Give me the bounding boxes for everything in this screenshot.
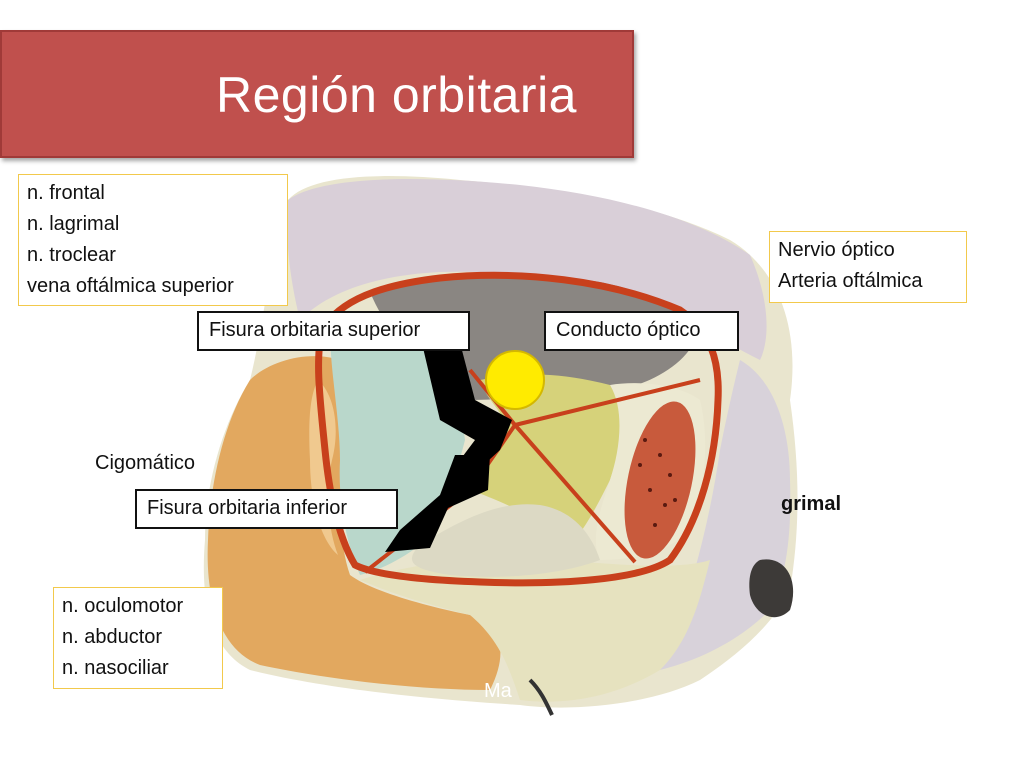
maxilla-tail <box>528 678 554 716</box>
lacrimal-bone <box>624 401 696 559</box>
lacrimal-pores <box>638 438 677 527</box>
fisura-inferior-label: Fisura orbitaria inferior <box>135 489 398 529</box>
lagrimal-label: grimal <box>781 493 842 515</box>
nerve-label: n. lagrimal <box>27 213 120 235</box>
conducto-optico-label: Conducto óptico <box>544 311 739 351</box>
inferior-fissure-contents-box: n. oculomotor n. abductor n. nasociliar <box>53 587 223 689</box>
optic-canal-marker <box>485 350 545 410</box>
orbital-floor <box>411 504 600 577</box>
cigomatico-label: Cigomático <box>95 452 196 474</box>
nerve-label: vena oftálmica superior <box>27 275 234 297</box>
nerve-label: n. abductor <box>62 626 163 648</box>
fisura-superior-label: Fisura orbitaria superior <box>197 311 470 351</box>
maxilla-bone <box>360 558 710 702</box>
nerve-label: Nervio óptico <box>778 239 895 261</box>
slide-title: Región orbitaria <box>216 67 577 123</box>
nerve-label: Arteria oftálmica <box>778 270 923 292</box>
nerve-label: n. oculomotor <box>62 595 184 617</box>
superior-orbital-fissure <box>420 335 512 470</box>
frontal-bone <box>287 179 767 360</box>
nerve-label: n. troclear <box>27 244 116 266</box>
optic-canal-contents-box: Nervio óptico Arteria oftálmica <box>769 231 967 303</box>
zygomatic-bone <box>207 356 501 690</box>
maxilar-label: Ma <box>484 680 512 702</box>
superior-fissure-contents-box: n. frontal n. lagrimal n. troclear vena … <box>18 174 288 306</box>
nerve-label: n. nasociliar <box>62 657 169 679</box>
nasal-shadow <box>749 559 794 618</box>
title-banner <box>0 30 634 158</box>
nerve-label: n. frontal <box>27 182 105 204</box>
inferior-orbital-fissure <box>385 455 490 552</box>
